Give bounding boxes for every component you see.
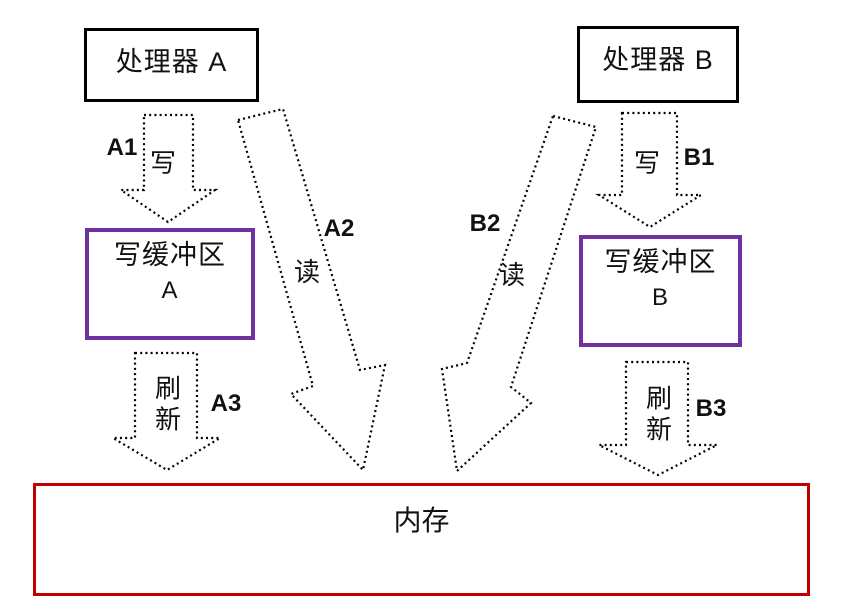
action-label-read-b: 读: [498, 260, 526, 290]
action-label-write-a: 写: [149, 148, 177, 178]
action-label-flush-a: 刷新: [154, 373, 181, 434]
write-buffer-b-box: 写缓冲区 B: [579, 235, 742, 347]
write-buffer-a-box: 写缓冲区 A: [85, 228, 255, 340]
read-arrow-a2: [236, 107, 387, 473]
write-buffer-a-label: 写缓冲区: [114, 240, 226, 270]
memory-box: 内存: [33, 483, 810, 596]
processor-a-box: 处理器 A: [84, 28, 259, 102]
label-b1: B1: [683, 144, 715, 171]
write-arrow-b1: [595, 111, 705, 229]
flush-arrow-a3: [108, 351, 224, 472]
write-buffer-a-id: A: [161, 276, 179, 304]
read-arrow-b2: [440, 114, 598, 474]
write-buffer-b-label: 写缓冲区: [604, 247, 717, 277]
action-label-flush-b: 刷新: [645, 383, 672, 444]
memory-label: 内存: [393, 505, 450, 536]
flush-arrow-b3: [598, 360, 718, 477]
label-a2: A2: [323, 215, 355, 242]
write-buffer-b-id: B: [651, 283, 669, 311]
write-arrow-a1: [117, 113, 219, 224]
label-b3: B3: [695, 395, 727, 422]
processor-b-box: 处理器 B: [577, 26, 739, 103]
label-b2: B2: [469, 210, 501, 237]
action-label-read-a: 读: [293, 257, 321, 287]
processor-b-label: 处理器 B: [602, 45, 714, 75]
label-a3: A3: [210, 390, 242, 417]
processor-a-label: 处理器 A: [115, 47, 228, 77]
label-a1: A1: [106, 134, 138, 161]
action-label-write-b: 写: [633, 148, 661, 178]
